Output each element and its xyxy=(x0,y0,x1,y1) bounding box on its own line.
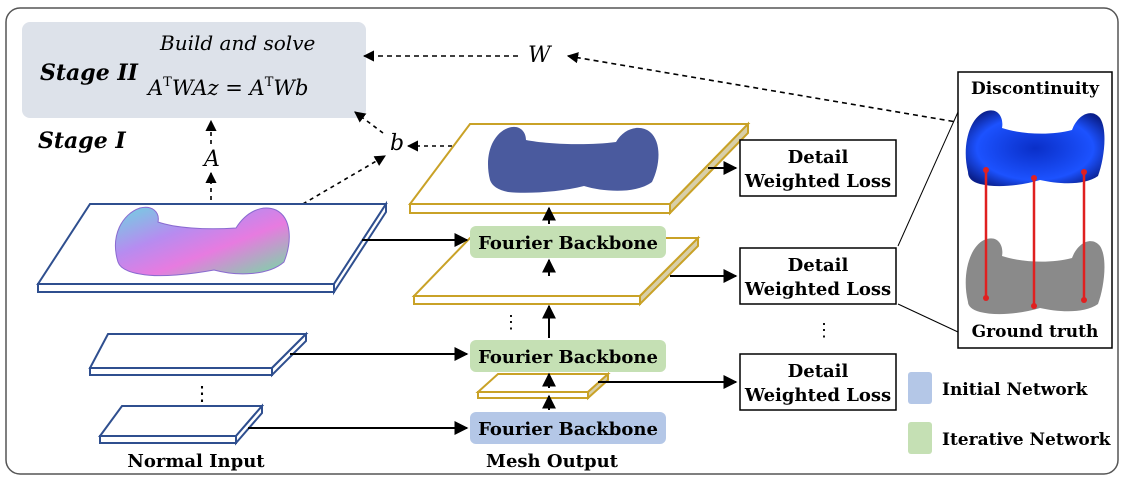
equation-transpose-2: T xyxy=(265,75,274,90)
svg-text:Weighted Loss: Weighted Loss xyxy=(744,171,891,192)
connector-lower xyxy=(897,303,959,333)
normal-map-plane xyxy=(36,200,388,296)
svg-text:Detail: Detail xyxy=(788,361,849,382)
legend-swatch-initial xyxy=(908,372,932,404)
symbol-w: W xyxy=(528,43,553,68)
stage-1-label: Stage I xyxy=(38,128,126,154)
arrow-discontinuity-to-w xyxy=(566,52,981,127)
mesh-output-plane-top xyxy=(408,121,751,216)
legend-swatch-iterative xyxy=(908,422,932,454)
svg-text:Detail: Detail xyxy=(788,255,849,276)
arrow-b-to-stage2 xyxy=(354,111,384,134)
symbol-a: A xyxy=(202,147,220,172)
stage-2-label: Stage II xyxy=(40,60,139,86)
input-ellipsis: ⋮ xyxy=(192,381,212,405)
stage-2-subtitle: Build and solve xyxy=(159,31,315,55)
equation-a: A xyxy=(146,76,163,100)
svg-text:Fourier Backbone: Fourier Backbone xyxy=(478,233,658,254)
stage-2-box: Stage II Build and solve ATWAz = ATWb xyxy=(22,22,366,118)
equation-transpose-1: T xyxy=(163,75,172,90)
svg-text:Fourier Backbone: Fourier Backbone xyxy=(478,419,658,440)
svg-text:Weighted Loss: Weighted Loss xyxy=(744,385,891,406)
stage-2-equation: ATWAz = ATWb xyxy=(146,75,308,100)
loss-ellipsis: ⋮ xyxy=(815,320,833,341)
symbol-b: b xyxy=(390,131,404,156)
connector-upper xyxy=(897,111,959,247)
equation-right: Wb xyxy=(273,76,308,100)
input-plane-bottom xyxy=(98,403,265,446)
normal-input-caption: Normal Input xyxy=(127,451,265,472)
discontinuity-label: Discontinuity xyxy=(971,79,1100,99)
svg-text:Detail: Detail xyxy=(788,147,849,168)
ground-truth-label: Ground truth xyxy=(972,322,1099,342)
legend-label-initial: Initial Network xyxy=(942,380,1089,400)
fourier-backbone-initial: Fourier Backbone xyxy=(470,412,666,444)
loss-box-middle: Detail Weighted Loss xyxy=(739,247,897,305)
svg-text:Weighted Loss: Weighted Loss xyxy=(744,279,891,300)
loss-box-bottom: Detail Weighted Loss xyxy=(739,353,897,411)
mesh-output-object xyxy=(488,126,659,193)
discontinuity-panel: Discontinuity Ground truth xyxy=(957,71,1113,349)
loss-box-top: Detail Weighted Loss xyxy=(739,139,897,197)
equation-middle: WAz = A xyxy=(172,76,265,100)
discontinuity-heatmap xyxy=(965,110,1105,187)
legend-label-iterative: Iterative Network xyxy=(942,430,1112,450)
normal-map-object xyxy=(114,206,290,277)
input-plane-middle xyxy=(88,331,309,378)
arrow-input-to-b xyxy=(295,155,386,209)
output-ellipsis: ⋮ xyxy=(502,312,520,333)
mesh-output-caption: Mesh Output xyxy=(486,451,619,472)
svg-text:Fourier Backbone: Fourier Backbone xyxy=(478,347,658,368)
legend: Initial Network Iterative Network xyxy=(908,372,1112,454)
mesh-output-plane-bottom xyxy=(475,371,611,401)
fourier-backbone-middle: Fourier Backbone xyxy=(470,340,666,372)
fourier-backbone-top: Fourier Backbone xyxy=(470,226,666,258)
